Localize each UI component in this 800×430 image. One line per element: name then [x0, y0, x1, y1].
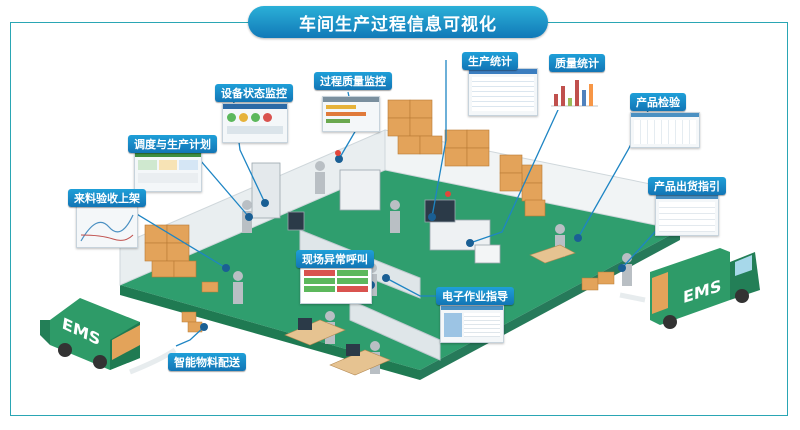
- andon-thumbnail: [300, 266, 372, 304]
- truck-left: [40, 298, 140, 370]
- box-stack-back: [387, 99, 546, 217]
- quality-process-thumbnail: [322, 96, 380, 132]
- label-scheduling-planning: 调度与生产计划: [128, 135, 217, 153]
- equipment-screen-thumbnail: [222, 103, 288, 143]
- receiving-mini-chart: [80, 214, 134, 242]
- scheduling-thumbnail: [134, 152, 202, 192]
- label-production-statistics: 生产统计: [462, 52, 518, 70]
- quality-stats-mini-chart: [551, 80, 598, 107]
- label-shipping-guidance: 产品出货指引: [648, 177, 726, 195]
- label-quality-statistics: 质量统计: [549, 54, 605, 72]
- label-andon-call: 现场异常呼叫: [296, 250, 374, 268]
- work-instruction-thumbnail: [440, 305, 504, 343]
- box-stack-left: [144, 224, 197, 278]
- receiving-thumbnail: [76, 204, 138, 248]
- machine-unit: [251, 162, 501, 264]
- label-process-quality-monitoring: 过程质量监控: [314, 72, 392, 90]
- label-electronic-work-instruction: 电子作业指导: [436, 287, 514, 305]
- truck-right: [650, 248, 760, 329]
- quality-stats-thumbnail: [548, 72, 600, 110]
- label-equipment-monitoring: 设备状态监控: [215, 84, 293, 102]
- page-title: 车间生产过程信息可视化: [248, 6, 548, 38]
- label-material-receiving: 来料验收上架: [68, 189, 146, 207]
- label-smart-material-delivery: 智能物料配送: [168, 353, 246, 371]
- inspection-thumbnail: [630, 112, 700, 148]
- production-stats-thumbnail: [468, 68, 538, 116]
- label-product-inspection: 产品检验: [630, 93, 686, 111]
- shipping-thumbnail: [655, 194, 719, 236]
